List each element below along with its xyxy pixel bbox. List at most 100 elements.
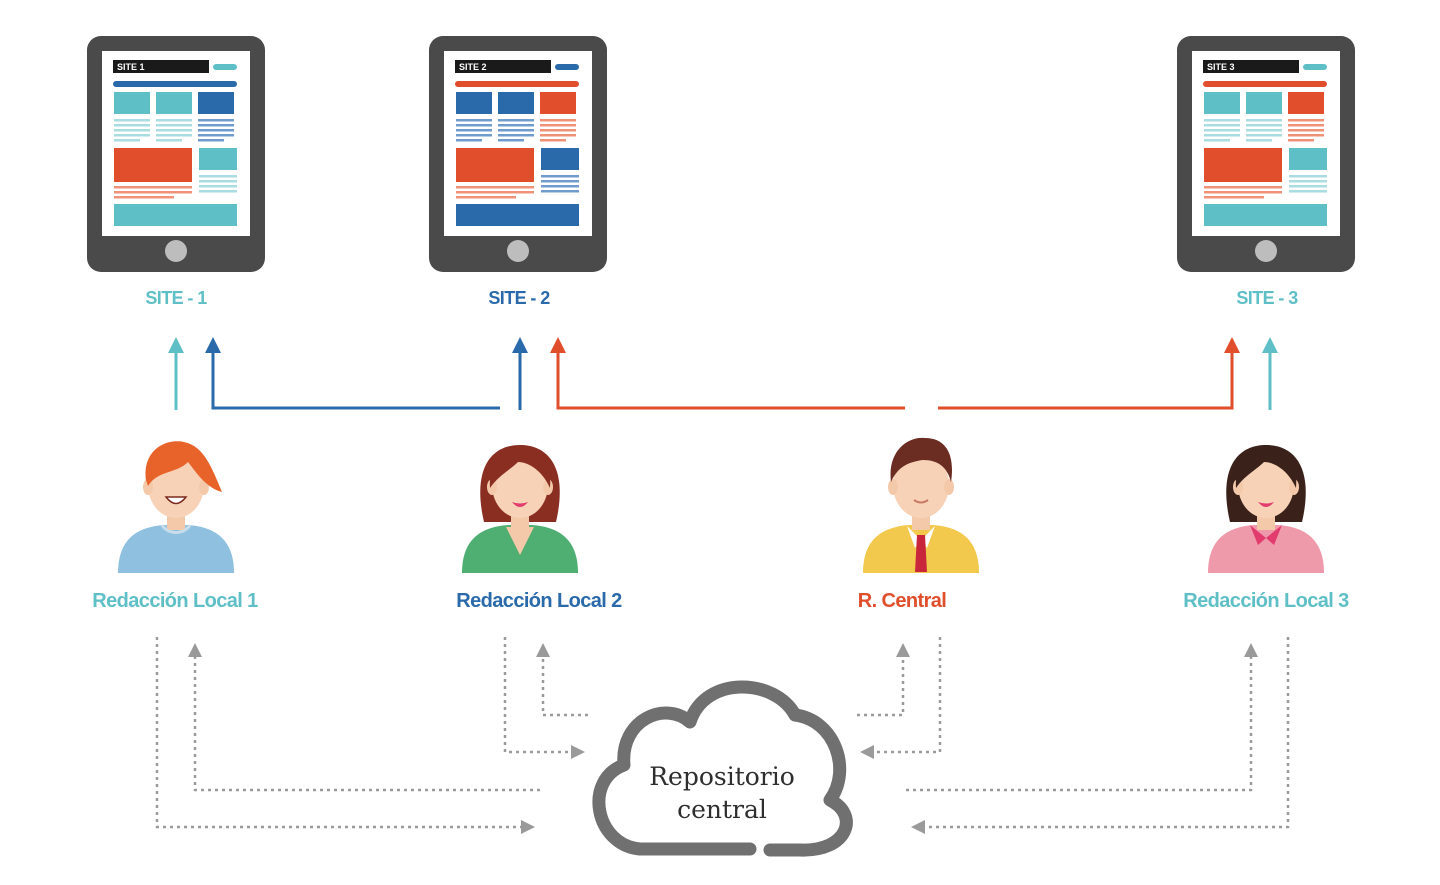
screen-side-tile: [541, 148, 579, 170]
screen-footer-block: [456, 204, 579, 226]
screen-text-line: [199, 180, 237, 183]
screen-text-line: [198, 119, 234, 122]
site-3-label: SITE - 3: [1236, 288, 1298, 308]
screen-text-line: [1288, 119, 1324, 122]
sync-repo-to-local3: [906, 643, 1258, 792]
screen-site-name: SITE 3: [1207, 62, 1235, 72]
mouth: [164, 496, 188, 505]
screen-text-line: [114, 124, 150, 127]
screen-text-line: [114, 129, 150, 132]
screen-text-line: [498, 134, 534, 137]
sync-local1-to-repo: [155, 637, 535, 834]
sync-repo-to-local1: [188, 643, 540, 792]
neckline: [160, 524, 192, 534]
screen-tile: [1288, 92, 1324, 114]
screen-text-line: [456, 139, 482, 142]
ear: [1233, 479, 1243, 495]
screen-text-line: [540, 139, 566, 142]
screen-tile: [456, 92, 492, 114]
shirt: [118, 525, 234, 573]
screen-text-line: [456, 196, 516, 199]
screen-text-line: [199, 190, 237, 193]
repository-line1: Repositorio: [649, 762, 795, 791]
collar: [1250, 525, 1282, 545]
screen-text-line: [456, 119, 492, 122]
screen-side-tile: [199, 148, 237, 170]
hair: [1235, 446, 1297, 488]
screen-site-name: SITE 2: [459, 62, 487, 72]
person-avatar-2: [462, 445, 578, 573]
screen-feature-block: [456, 148, 534, 182]
screen-text-line: [498, 139, 524, 142]
neckline: [506, 527, 534, 555]
screen-text-line: [541, 180, 579, 183]
hair: [489, 446, 551, 488]
mouth: [913, 499, 929, 504]
screen-text-line: [1204, 191, 1282, 194]
screen-text-line: [156, 139, 182, 142]
sync-local3-to-repo: [911, 637, 1290, 834]
screen-text-line: [156, 124, 192, 127]
screen-text-line: [114, 139, 140, 142]
home-button-icon: [1255, 240, 1277, 262]
screen-side-tile: [1289, 148, 1327, 170]
screen-tile: [114, 92, 150, 114]
screen-text-line: [498, 119, 534, 122]
person-avatar-4: [1208, 445, 1324, 573]
ear: [487, 479, 497, 495]
screen-tile: [1204, 92, 1240, 114]
screen-text-line: [498, 124, 534, 127]
screen-feature-block: [114, 148, 192, 182]
screen-header-pill: [1303, 64, 1327, 70]
sync-repo-to-local2: [536, 643, 588, 717]
hair: [145, 441, 222, 492]
person-central-label: R. Central: [857, 590, 947, 612]
screen-text-line: [540, 119, 576, 122]
screen-header-bar: [113, 60, 209, 73]
person-local3-label: Redacción Local 3: [1183, 590, 1349, 612]
shirt: [1208, 525, 1324, 573]
person-avatar-3: [863, 437, 979, 573]
screen-text-line: [1289, 190, 1327, 193]
screen-footer-block: [1204, 204, 1327, 226]
screen-text-line: [199, 175, 237, 178]
screen-footer-block: [114, 204, 237, 226]
tie-icon: [915, 535, 927, 572]
screen-text-line: [1289, 180, 1327, 183]
screen-text-line: [541, 175, 579, 178]
screen-text-line: [498, 129, 534, 132]
screen-text-line: [1288, 129, 1324, 132]
tablet-site-2: SITE 2: [429, 36, 607, 272]
home-button-icon: [165, 240, 187, 262]
ear: [543, 479, 553, 495]
screen-text-line: [1288, 139, 1314, 142]
screen-header-bar: [1203, 60, 1299, 73]
repository-line2: central: [677, 795, 767, 824]
screen-text-line: [456, 129, 492, 132]
screen-text-line: [199, 185, 237, 188]
screen-text-line: [1204, 139, 1230, 142]
screen-text-line: [114, 134, 150, 137]
sync-repo-to-central: [857, 643, 910, 717]
screen-text-line: [156, 119, 192, 122]
screen-text-line: [1204, 186, 1282, 189]
screen-text-line: [1204, 119, 1240, 122]
ear: [888, 479, 898, 495]
mouth: [512, 502, 528, 507]
site-1-label: SITE - 1: [145, 288, 207, 308]
screen-text-line: [1204, 129, 1240, 132]
screen-text-line: [540, 129, 576, 132]
screen-text-line: [1288, 124, 1324, 127]
ear: [1289, 479, 1299, 495]
screen-nav-bar: [113, 81, 237, 87]
screen-tile: [498, 92, 534, 114]
screen-text-line: [1246, 139, 1272, 142]
screen-text-line: [1246, 124, 1282, 127]
arrow-central-to-site2: [550, 337, 905, 410]
screen-tile: [156, 92, 192, 114]
arrow-local2-to-site1: [205, 337, 500, 410]
screen-tile: [198, 92, 234, 114]
screen-header-bar: [455, 60, 551, 73]
screen-nav-bar: [1203, 81, 1327, 87]
screen-text-line: [114, 191, 192, 194]
